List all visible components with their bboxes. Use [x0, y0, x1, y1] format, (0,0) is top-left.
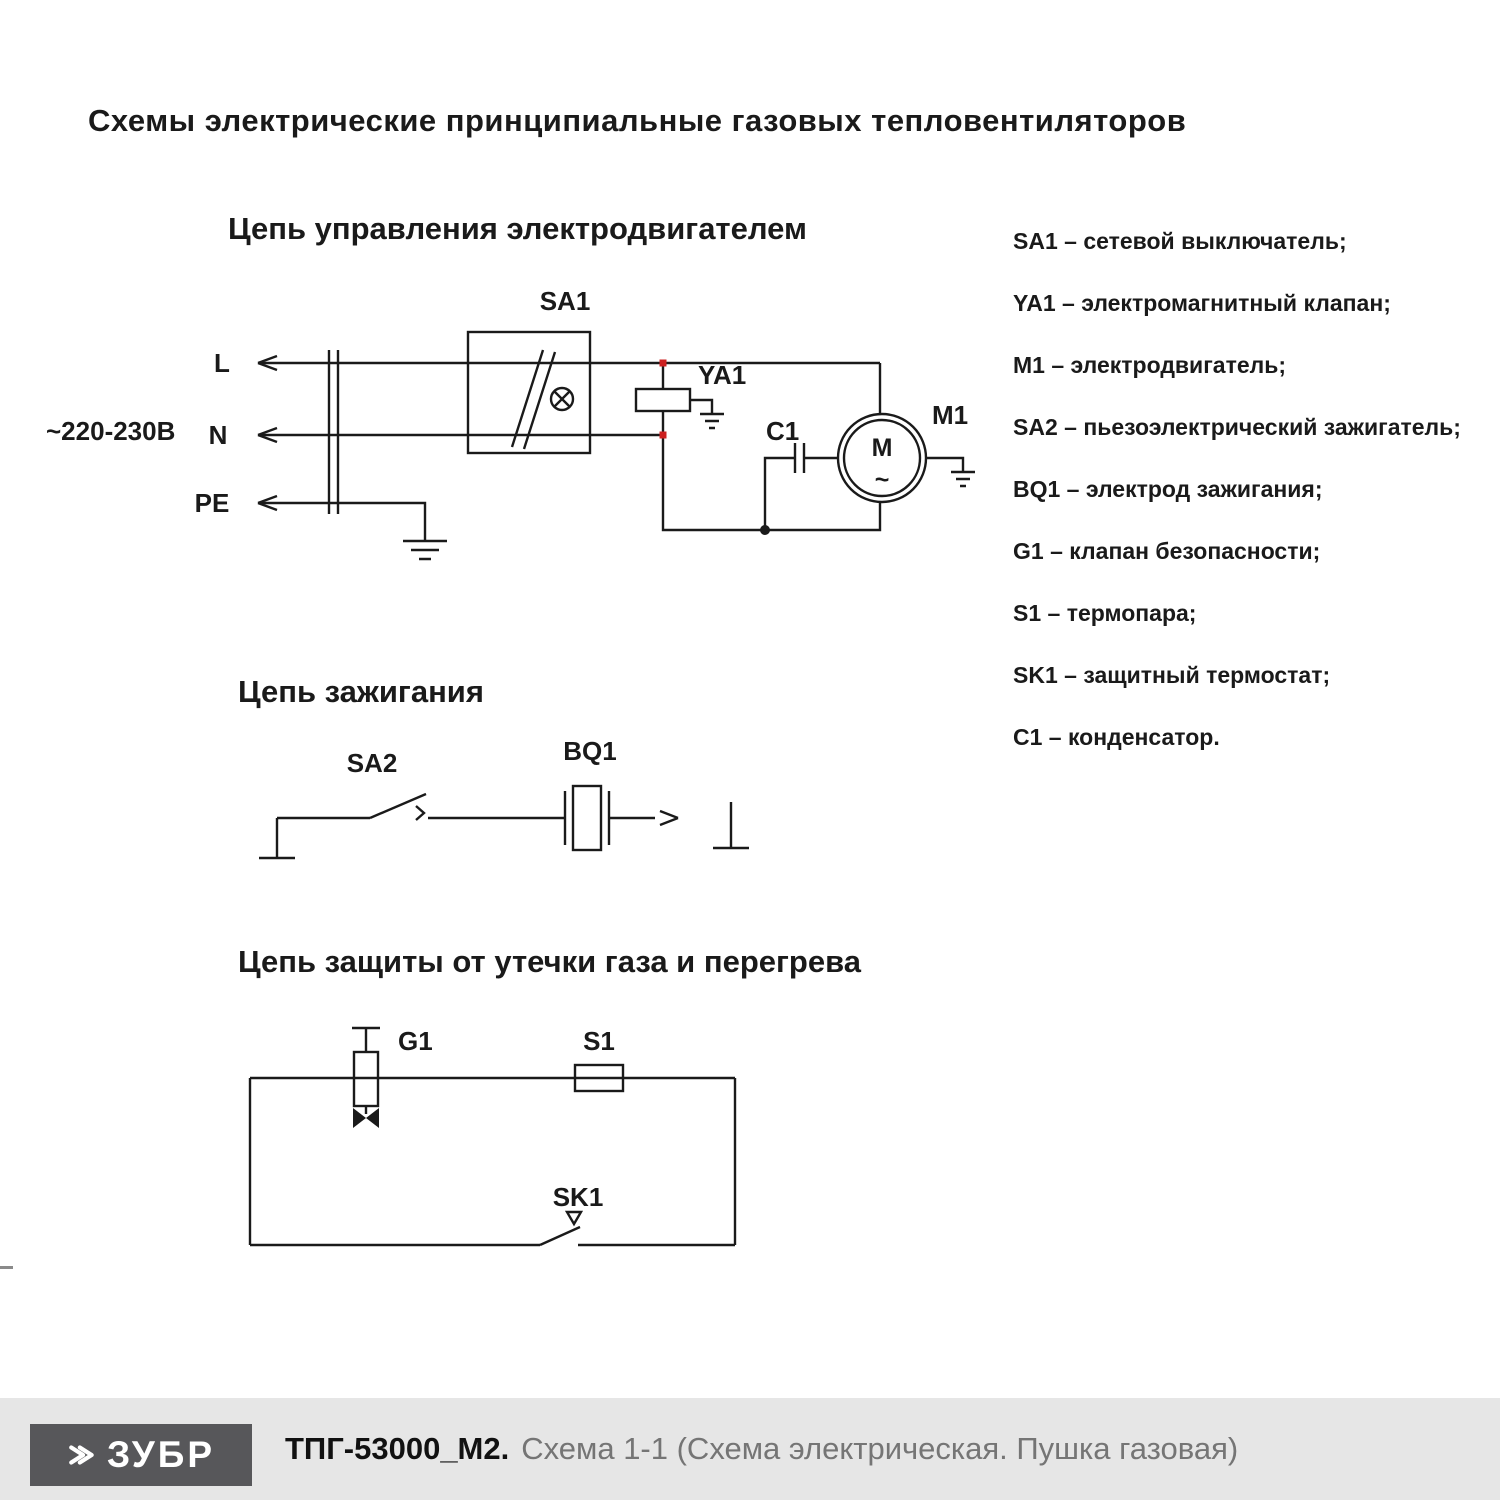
- protection-circuit-labels: G1 S1 SK1: [398, 1026, 615, 1212]
- document-title: Схемы электрические принципиальные газов…: [88, 103, 1187, 138]
- line-pe-label: PE: [195, 488, 230, 518]
- motor-letter-label: M: [872, 434, 893, 462]
- legend-item-sa1: SA1 – сетевой выключатель;: [1013, 228, 1347, 254]
- model-number: ТПГ-53000_М2.: [285, 1431, 510, 1466]
- spark-arrow-icon: [659, 809, 679, 827]
- arrow-n-icon: [257, 426, 278, 444]
- brand-name: ЗУБР: [106, 1434, 216, 1475]
- sa2-contact-tick: [415, 805, 426, 821]
- bq1-label: BQ1: [563, 736, 616, 766]
- sa1-switch-box: [466, 330, 592, 455]
- zubr-logo-icon: [69, 1445, 94, 1465]
- g1-valve-icon: [353, 1108, 379, 1128]
- ign-right-terminal: [713, 802, 749, 850]
- legend-item-m1: M1 – электродвигатель;: [1013, 352, 1287, 378]
- ignition-circuit-heading: Цепь зажигания: [238, 674, 484, 709]
- motor-ground-icon: [951, 470, 975, 488]
- page-edge-mark: [0, 1266, 13, 1269]
- motor-control-circuit: [257, 330, 975, 561]
- wire-lower-run: [661, 435, 882, 532]
- footer-bar: ЗУБР ТПГ-53000_М2. Схема 1-1 (Схема элек…: [0, 1398, 1500, 1500]
- wire-pe: [258, 501, 427, 541]
- ya1-ground-icon: [700, 412, 724, 430]
- junction-mark-top: [659, 359, 667, 367]
- ya1-coil: [634, 387, 692, 413]
- c1-left-lead: [763, 456, 795, 530]
- sa1-label: SA1: [540, 286, 591, 316]
- motor-ac-label: ~: [875, 466, 890, 494]
- g1-label: G1: [398, 1026, 433, 1056]
- protection-circuit-heading: Цепь защиты от утечки газа и перегрева: [238, 944, 861, 979]
- ignition-circuit: [259, 784, 749, 860]
- ya1-ground-wire: [690, 398, 714, 414]
- voltage-label: ~220-230В: [46, 416, 175, 446]
- m1-label: M1: [932, 400, 968, 430]
- line-n-label: N: [209, 420, 228, 450]
- legend-item-s1: S1 – термопара;: [1013, 600, 1197, 626]
- component-legend: SA1 – сетевой выключатель; YA1 – электро…: [1013, 210, 1461, 768]
- motor-circuit-labels: ~220-230В L N PE SA1 YA1 C1 M1 M ~: [46, 286, 968, 518]
- ya1-label: YA1: [698, 360, 746, 390]
- pe-ground-icon: [403, 539, 447, 561]
- sa2-switch-blade: [369, 792, 427, 820]
- legend-item-sa2: SA2 – пьезоэлектрический зажигатель;: [1013, 414, 1461, 440]
- ignition-circuit-labels: SA2 BQ1: [347, 736, 617, 778]
- ign-left-terminal: [259, 818, 295, 860]
- sa1-lamp-icon: [549, 386, 575, 412]
- sk1-thermal-mark: [564, 1210, 584, 1227]
- g1-tee: [352, 1026, 380, 1052]
- arrow-pe-icon: [257, 494, 278, 512]
- legend-item-g1: G1 – клапан безопасности;: [1013, 538, 1321, 564]
- arrow-l-icon: [257, 354, 278, 372]
- s1-label: S1: [583, 1026, 615, 1056]
- junction-mark-bottom: [659, 431, 667, 439]
- sa1-lamp-cross: [553, 390, 571, 408]
- sk1-label: SK1: [553, 1182, 604, 1212]
- drawing-caption: ТПГ-53000_М2. Схема 1-1 (Схема электриче…: [285, 1398, 1238, 1500]
- motor-inner-circle: [842, 418, 922, 498]
- motor-ground-wire: [926, 456, 965, 472]
- sk1-switch-blade: [539, 1225, 581, 1247]
- motor-circuit-heading: Цепь управления электродвигателем: [228, 211, 807, 246]
- c1-label: C1: [766, 416, 799, 446]
- legend-item-c1: C1 – конденсатор.: [1013, 724, 1220, 750]
- legend-item-bq1: BQ1 – электрод зажигания;: [1013, 476, 1323, 502]
- caption-text: Схема 1-1 (Схема электрическая. Пушка га…: [521, 1431, 1239, 1466]
- junction-dot: [760, 525, 770, 535]
- legend-item-ya1: YA1 – электромагнитный клапан;: [1013, 290, 1391, 316]
- sa1-switch-blades: [510, 349, 557, 450]
- legend-item-sk1: SK1 – защитный термостат;: [1013, 662, 1331, 688]
- c1-plates: [793, 443, 806, 473]
- line-l-label: L: [214, 348, 230, 378]
- protection-circuit: [248, 1026, 737, 1247]
- sa2-label: SA2: [347, 748, 398, 778]
- connector-lines: [327, 350, 340, 514]
- brand-logo: ЗУБР: [30, 1424, 252, 1486]
- bq1-body: [571, 784, 603, 852]
- s1-body: [573, 1063, 625, 1093]
